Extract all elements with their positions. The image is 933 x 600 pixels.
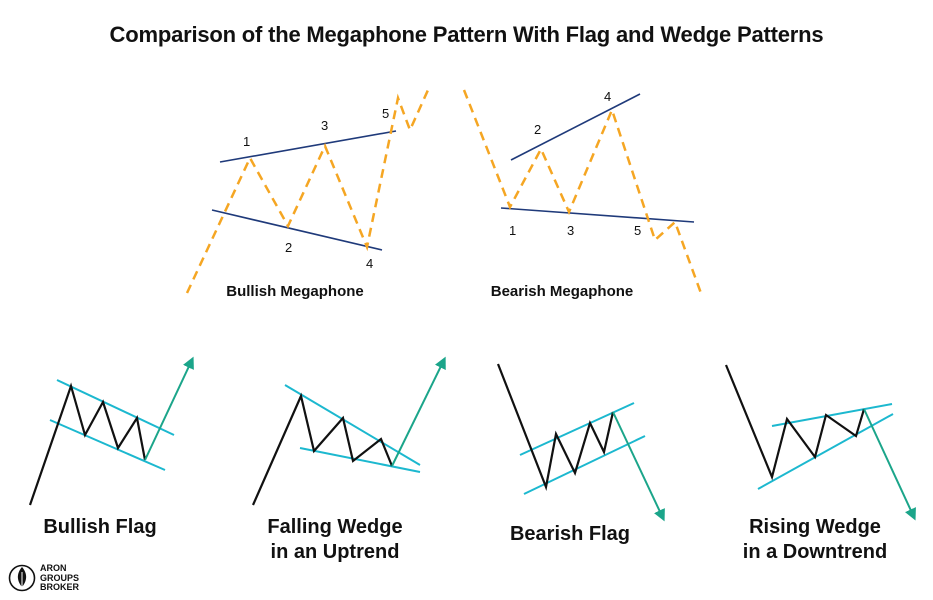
bearish-price-path	[462, 89, 704, 297]
bullish-flag-diagram	[28, 356, 194, 506]
bearish-flag-price-path	[496, 363, 615, 491]
bearish-megaphone-diagram: 1 2 3 4 5	[462, 89, 704, 297]
falling-wedge-lower-line	[299, 447, 421, 473]
bullish-point-5: 5	[382, 106, 389, 121]
bullish-megaphone-label: Bullish Megaphone	[226, 283, 364, 300]
rising-wedge-label-line1: Rising Wedge	[749, 516, 881, 538]
bearish-point-5: 5	[634, 223, 641, 238]
bearish-upper-trendline	[510, 93, 641, 161]
brand-logo: ARON GROUPS BROKER	[8, 562, 118, 594]
bullish-lower-trendline	[211, 209, 383, 251]
bearish-flag-diagram	[496, 363, 665, 522]
falling-wedge-label-line1: Falling Wedge	[267, 516, 403, 538]
bullish-price-path	[185, 89, 430, 294]
bullish-upper-trendline	[219, 130, 397, 163]
falling-wedge-breakout-arrow	[391, 356, 446, 467]
brand-logo-line3: BROKER	[40, 582, 80, 592]
falling-wedge-label-line2: in an Uptrend	[270, 541, 400, 563]
bullish-point-1: 1	[243, 134, 250, 149]
bullish-point-3: 3	[321, 118, 328, 133]
brand-logo-text: ARON GROUPS BROKER	[40, 563, 80, 593]
page-title: Comparison of the Megaphone Pattern With…	[109, 22, 824, 47]
falling-wedge-label: Falling Wedge in an Uptrend	[240, 515, 430, 565]
rising-wedge-diagram	[724, 364, 916, 521]
falling-wedge-diagram	[251, 356, 446, 506]
bullish-point-2: 2	[285, 240, 292, 255]
bearish-point-1: 1	[509, 223, 516, 238]
bearish-lower-trendline	[500, 207, 695, 223]
rising-wedge-label-line2: in a Downtrend	[742, 541, 888, 563]
bullish-point-4: 4	[366, 256, 373, 271]
brand-logo-line1: ARON	[40, 563, 67, 573]
rising-wedge-label: Rising Wedge in a Downtrend	[715, 515, 915, 565]
bearish-point-2: 2	[534, 122, 541, 137]
bullish-flag-price-path	[28, 382, 147, 506]
bearish-point-4: 4	[604, 89, 611, 104]
bullish-flag-breakout-arrow	[144, 356, 194, 461]
bullish-flag-upper-channel	[56, 379, 175, 436]
bearish-flag-upper-channel	[519, 402, 635, 456]
aron-groups-logo-icon	[8, 564, 36, 592]
bearish-flag-breakdown-arrow	[612, 411, 665, 522]
bearish-megaphone-label: Bearish Megaphone	[490, 283, 634, 300]
bearish-flag-label: Bearish Flag	[509, 523, 631, 545]
falling-wedge-price-path	[251, 392, 394, 506]
falling-wedge-upper-line	[284, 384, 421, 466]
rising-wedge-lower-line	[757, 413, 894, 490]
bullish-flag-lower-channel	[49, 419, 166, 471]
rising-wedge-breakdown-arrow	[863, 408, 916, 521]
brand-logo-line2: GROUPS	[40, 572, 80, 583]
bullish-flag-label: Bullish Flag	[43, 516, 157, 538]
rising-wedge-price-path	[724, 364, 866, 481]
bearish-point-3: 3	[567, 223, 574, 238]
rising-wedge-upper-line	[771, 403, 893, 427]
bullish-megaphone-diagram: 1 2 3 4 5	[185, 89, 430, 294]
